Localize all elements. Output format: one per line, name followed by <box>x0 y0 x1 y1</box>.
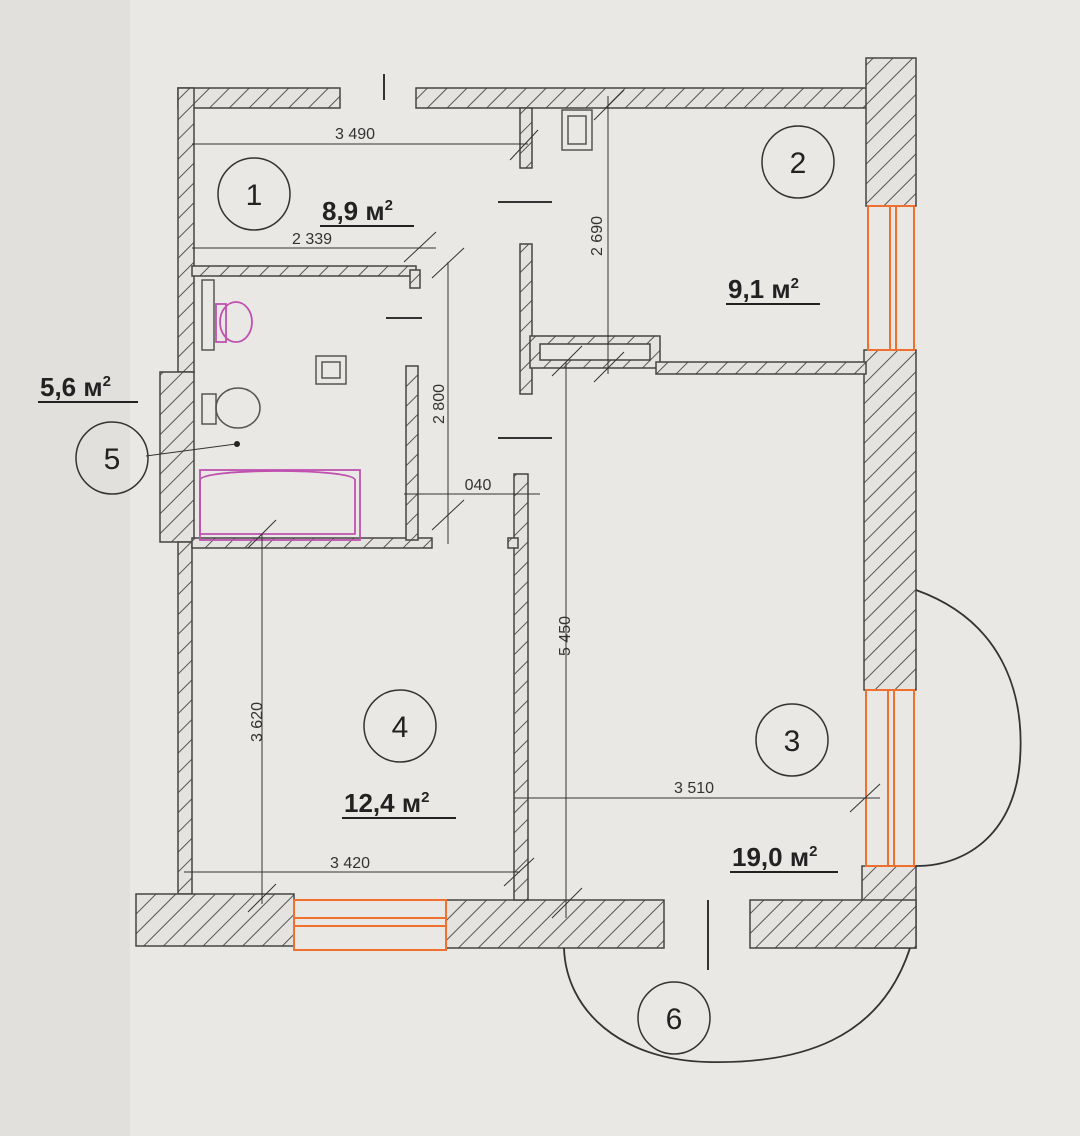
wall-bottom-right <box>749 899 917 949</box>
window-room3 <box>865 689 915 867</box>
room-area-5: 5,6 м2 <box>40 372 111 402</box>
room-number-1: 1 <box>246 179 263 212</box>
room-number-5: 5 <box>104 443 121 476</box>
dim-3620: 3 620 <box>249 702 266 742</box>
sink-icon <box>219 301 253 343</box>
dim-3490: 3 490 <box>335 126 375 143</box>
niche-inner <box>539 343 651 361</box>
room5-pointer-dot <box>234 441 240 447</box>
dim-2339: 2 339 <box>292 231 332 248</box>
wall-left-lower <box>177 541 193 895</box>
grey-fixtures <box>201 109 593 429</box>
room-area-1: 8,9 м2 <box>322 196 393 226</box>
wall-bath-top <box>191 265 417 277</box>
wall-bath-bottom <box>191 537 433 549</box>
balconies <box>563 589 1022 1063</box>
fixtures <box>199 301 361 541</box>
dim-2690: 2 690 <box>589 216 606 256</box>
dim-3510: 3 510 <box>674 780 714 797</box>
shower-panel <box>201 279 215 351</box>
room-number-4: 4 <box>392 711 409 744</box>
bathtub-icon <box>199 470 356 535</box>
balcony-room3 <box>915 589 1022 867</box>
dim-5450: 5 450 <box>557 616 574 656</box>
wall-bottom-left <box>135 893 295 947</box>
door-markers <box>383 74 709 970</box>
wall-top-right <box>415 87 869 109</box>
wall-corridor-lower <box>513 473 529 901</box>
room-number-2: 2 <box>790 147 807 180</box>
walls <box>135 57 917 949</box>
room-area-3: 19,0 м2 <box>732 842 817 872</box>
dim-040: 040 <box>465 477 492 494</box>
room-circles <box>75 125 835 1055</box>
wall-room2-bottom <box>655 361 867 375</box>
dimension-lines <box>145 89 881 919</box>
wall-bath-stub <box>409 269 421 289</box>
page-edge-shadow <box>0 0 130 1136</box>
wall-right-upper <box>865 57 917 207</box>
wall-right-middle <box>863 349 917 691</box>
kitchen-sink-icon <box>561 109 593 151</box>
dim-2800: 2 800 <box>431 384 448 424</box>
windows <box>293 205 915 951</box>
wall-bottom-middle <box>445 899 665 949</box>
dim-3420: 3 420 <box>330 855 370 872</box>
balcony-6 <box>563 947 911 1063</box>
wall-corridor-mid <box>519 243 533 395</box>
room-number-6: 6 <box>666 1003 683 1036</box>
room-number-3: 3 <box>784 725 801 758</box>
wall-bath-right <box>405 365 419 541</box>
ventilation-shaft-icon <box>315 355 347 385</box>
wall-left-bath <box>159 371 195 543</box>
wall-corridor-top <box>519 107 533 169</box>
wall-left-upper <box>177 87 195 373</box>
room-area-2: 9,1 м2 <box>728 274 799 304</box>
room-area-4: 12,4 м2 <box>344 788 429 818</box>
wall-stub <box>507 537 519 549</box>
wall-top-left <box>177 87 341 109</box>
